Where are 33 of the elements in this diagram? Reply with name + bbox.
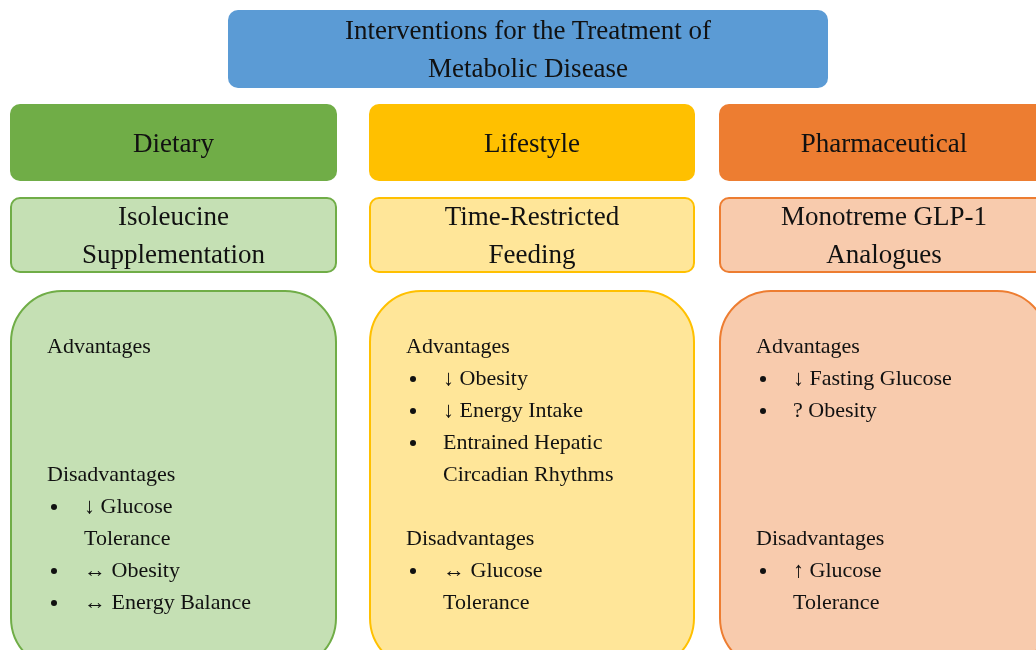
bullet-text: ↑ Glucose Tolerance <box>793 556 883 616</box>
heading-text: Pharmaceutical <box>800 126 968 160</box>
heading-text: Interventions for the Treatment of Metabolic Disease <box>344 14 712 85</box>
details-panel <box>719 290 1036 650</box>
section-heading: Disadvantages <box>47 460 177 488</box>
title-box <box>228 10 828 88</box>
category-box <box>719 104 1036 181</box>
section-heading: Disadvantages <box>406 524 536 552</box>
bullet-text: ↔ Glucose Tolerance <box>443 556 544 616</box>
heading-text: Lifestyle <box>484 126 580 160</box>
section-heading: Disadvantages <box>756 524 886 552</box>
section-heading: Advantages <box>406 332 511 360</box>
bullet-text: ↓ Fasting Glucose <box>793 364 953 392</box>
bullet-text: Entrained Hepatic Circadian Rhythms <box>443 428 615 488</box>
intervention-box <box>719 197 1036 273</box>
details-panel <box>10 290 337 650</box>
heading-text: Isoleucine Supplementation <box>81 200 266 271</box>
heading-text: Monotreme GLP-1 Analogues <box>779 200 989 271</box>
bullet-text: ↔ Obesity <box>84 556 181 584</box>
category-box <box>10 104 337 181</box>
heading-text: Dietary <box>133 126 214 160</box>
bullet-text: ? Obesity <box>793 396 878 424</box>
category-box <box>369 104 695 181</box>
bullet-text: ↓ Energy Intake <box>443 396 585 424</box>
heading-text: Time-Restricted Feeding <box>443 200 621 271</box>
bullet-text: ↔ Energy Balance <box>84 588 252 616</box>
section-heading: Advantages <box>756 332 861 360</box>
intervention-box <box>10 197 337 273</box>
intervention-box <box>369 197 695 273</box>
section-heading: Advantages <box>47 332 152 360</box>
bullet-text: ↓ Glucose Tolerance <box>84 492 174 552</box>
details-panel <box>369 290 695 650</box>
bullet-text: ↓ Obesity <box>443 364 529 392</box>
